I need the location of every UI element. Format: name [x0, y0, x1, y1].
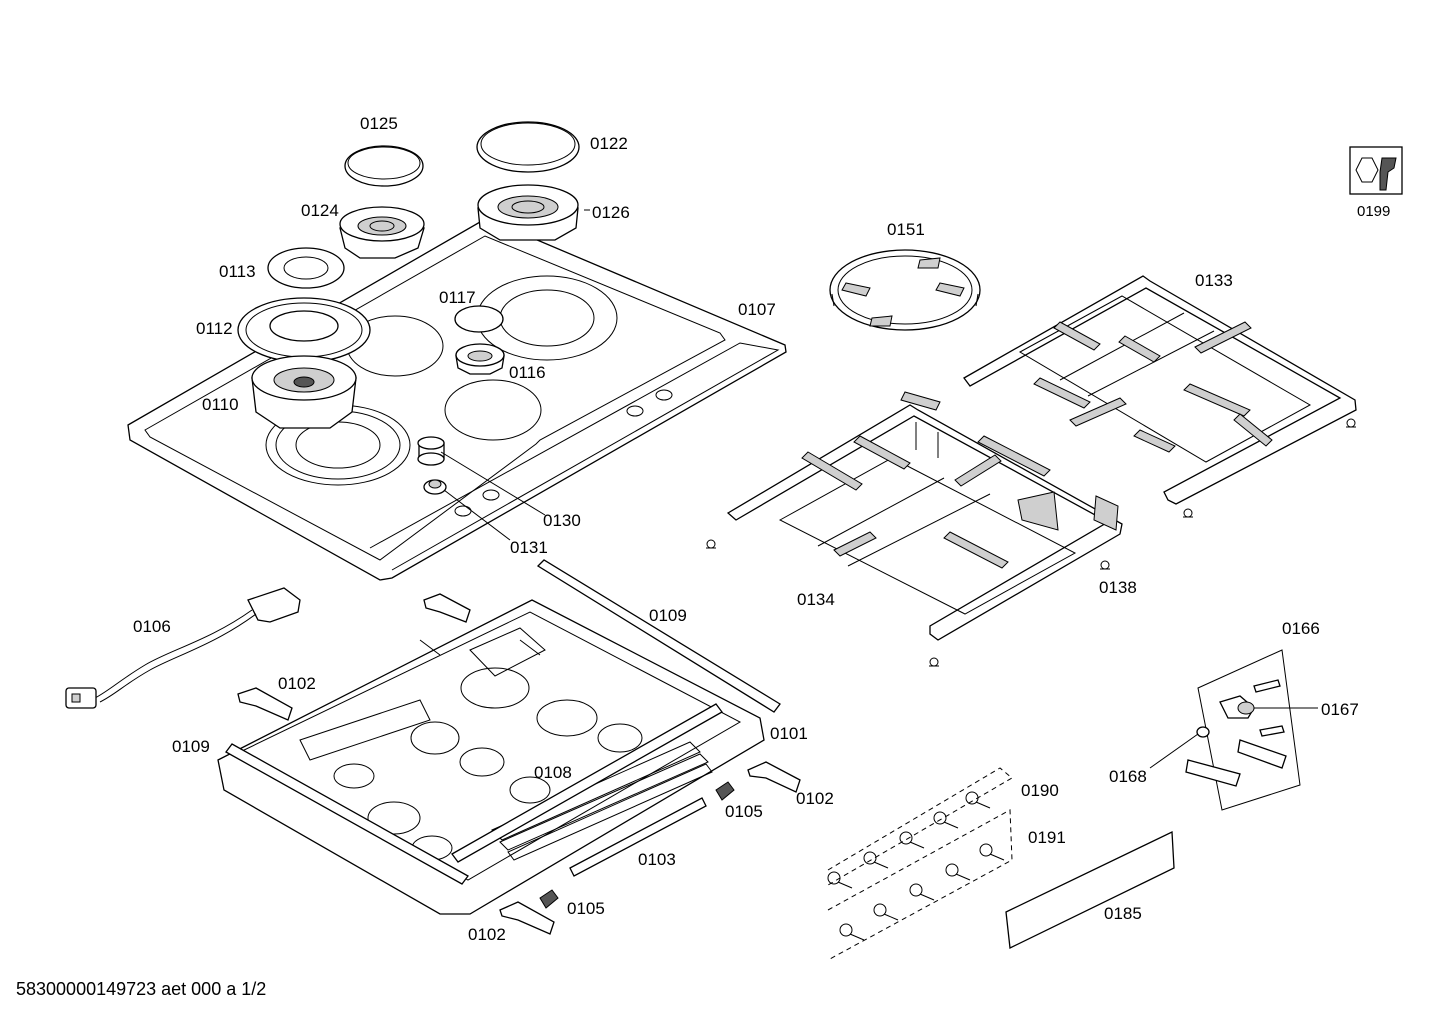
- pan-support-left: [726, 391, 1123, 641]
- label-0109-right: 0109: [649, 606, 687, 625]
- label-0133: 0133: [1195, 271, 1233, 290]
- wrench-nut-icon: [1349, 146, 1403, 195]
- label-0131: 0131: [510, 538, 548, 557]
- label-0134: 0134: [797, 590, 835, 609]
- label-0107: 0107: [738, 300, 776, 319]
- flame-ring-triple: [237, 297, 371, 363]
- document-code: 58300000149723 aet 000 a 1/2: [16, 979, 267, 999]
- label-0112: 0112: [196, 319, 233, 338]
- triple-crown-burner: [251, 355, 357, 429]
- label-0166: 0166: [1282, 619, 1320, 638]
- label-0199: 0199: [1357, 203, 1390, 220]
- burner-head-large: [477, 184, 579, 241]
- label-0102-right: 0102: [796, 789, 834, 808]
- label-0102-bottom: 0102: [468, 925, 506, 944]
- spring-clip-bottom: [539, 889, 559, 909]
- label-0125: 0125: [360, 114, 398, 133]
- label-0130: 0130: [543, 511, 581, 530]
- power-cord: [65, 587, 301, 709]
- pan-support-right: [963, 275, 1357, 505]
- burner-head-aux: [455, 343, 505, 375]
- mounting-clip-bottom: [499, 901, 555, 935]
- label-0105-right: 0105: [725, 802, 763, 821]
- side-rail-front: [225, 703, 723, 885]
- label-0191: 0191: [1028, 828, 1066, 847]
- label-0124: 0124: [301, 201, 339, 220]
- rubber-foot-symbols: [706, 418, 1356, 667]
- wok-ring-grate: [829, 249, 981, 331]
- label-0110: 0110: [202, 395, 239, 414]
- knob-ring: [423, 479, 447, 495]
- label-0106: 0106: [133, 617, 171, 636]
- side-rail-rear: [536, 559, 781, 713]
- conversion-kit-inset: [1149, 649, 1318, 811]
- label-0185: 0185: [1104, 904, 1142, 923]
- burner-cap-large: [476, 121, 580, 173]
- instruction-manual: [1005, 830, 1175, 949]
- label-0117: 0117: [439, 288, 476, 307]
- label-0103: 0103: [638, 850, 676, 869]
- label-0190: 0190: [1021, 781, 1059, 800]
- burner-cap-small: [344, 145, 424, 187]
- label-0105-bottom: 0105: [567, 899, 605, 918]
- burner-cap-aux: [454, 305, 504, 333]
- label-0122: 0122: [590, 134, 628, 153]
- mounting-clip-right: [747, 761, 801, 793]
- label-0108: 0108: [534, 763, 572, 782]
- label-0109-left: 0109: [172, 737, 210, 756]
- spring-clip-right: [715, 781, 735, 801]
- mounting-clip-left: [237, 687, 293, 721]
- front-strip: [569, 797, 707, 877]
- label-0126: 0126: [592, 203, 630, 222]
- mounting-clip-top: [423, 593, 471, 623]
- label-0101: 0101: [770, 724, 808, 743]
- screw-set: [827, 767, 1013, 961]
- label-0151: 0151: [887, 220, 925, 239]
- flame-ring-small: [267, 247, 345, 289]
- label-0102-left: 0102: [278, 674, 316, 693]
- label-0113: 0113: [219, 262, 256, 281]
- label-0116: 0116: [509, 363, 546, 382]
- control-knob: [417, 436, 445, 466]
- burner-head-medium: [339, 206, 425, 259]
- label-0167: 0167: [1321, 700, 1359, 719]
- label-0138: 0138: [1099, 578, 1137, 597]
- label-0168: 0168: [1109, 767, 1147, 786]
